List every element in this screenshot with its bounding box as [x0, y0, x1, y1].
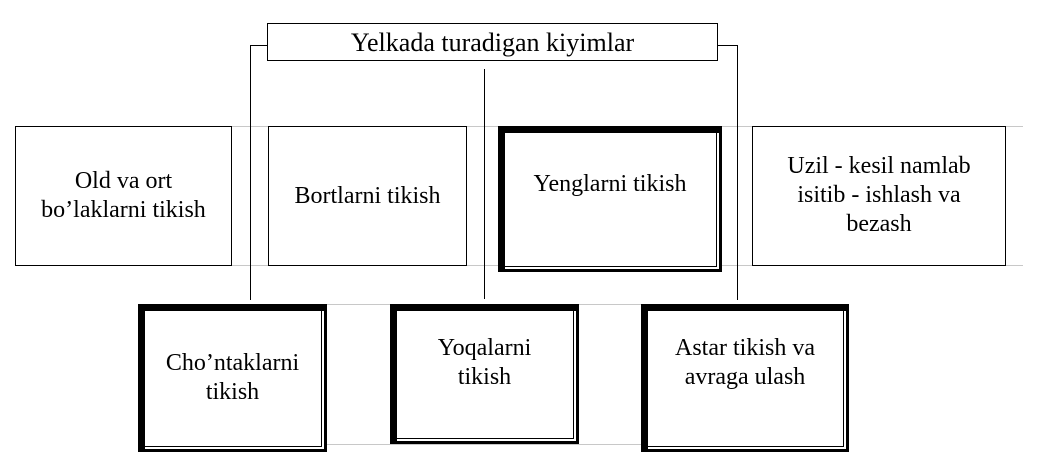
connector-right-vertical [737, 45, 738, 300]
node-yoqalar-label: Yoqalarni tikish [437, 335, 532, 390]
node-yenglar-label: Yenglarni tikish [533, 171, 687, 197]
node-astar-label: Astar tikish va avraga ulash [675, 335, 815, 390]
node-old-ort: Old va ort bo’laklarni tikish [15, 126, 232, 266]
diagram-title: Yelkada turadigan kiyimlar [350, 27, 635, 57]
node-uzil-kesil: Uzil - kesil namlab isitib - ishlash va … [752, 126, 1006, 266]
connector-center-vertical [484, 69, 485, 299]
connector-left-vertical [250, 45, 251, 300]
node-chontaklar: Cho’ntaklarni tikish [138, 304, 327, 452]
node-astar: Astar tikish va avraga ulash [641, 304, 849, 452]
node-bortlar: Bortlarni tikish [268, 126, 467, 266]
node-yoqalar: Yoqalarni tikish [390, 304, 579, 444]
diagram-title-box: Yelkada turadigan kiyimlar [267, 23, 718, 61]
node-uzil-kesil-label: Uzil - kesil namlab isitib - ishlash va … [787, 153, 971, 237]
connector-right-horizontal [718, 45, 737, 46]
node-chontaklar-label: Cho’ntaklarni tikish [165, 350, 300, 405]
guide-line-bottom-base [138, 444, 849, 445]
node-bortlar-label: Bortlarni tikish [294, 182, 441, 209]
node-yenglar: Yenglarni tikish [498, 126, 722, 272]
connector-left-horizontal [250, 45, 268, 46]
node-old-ort-label: Old va ort bo’laklarni tikish [41, 168, 206, 223]
